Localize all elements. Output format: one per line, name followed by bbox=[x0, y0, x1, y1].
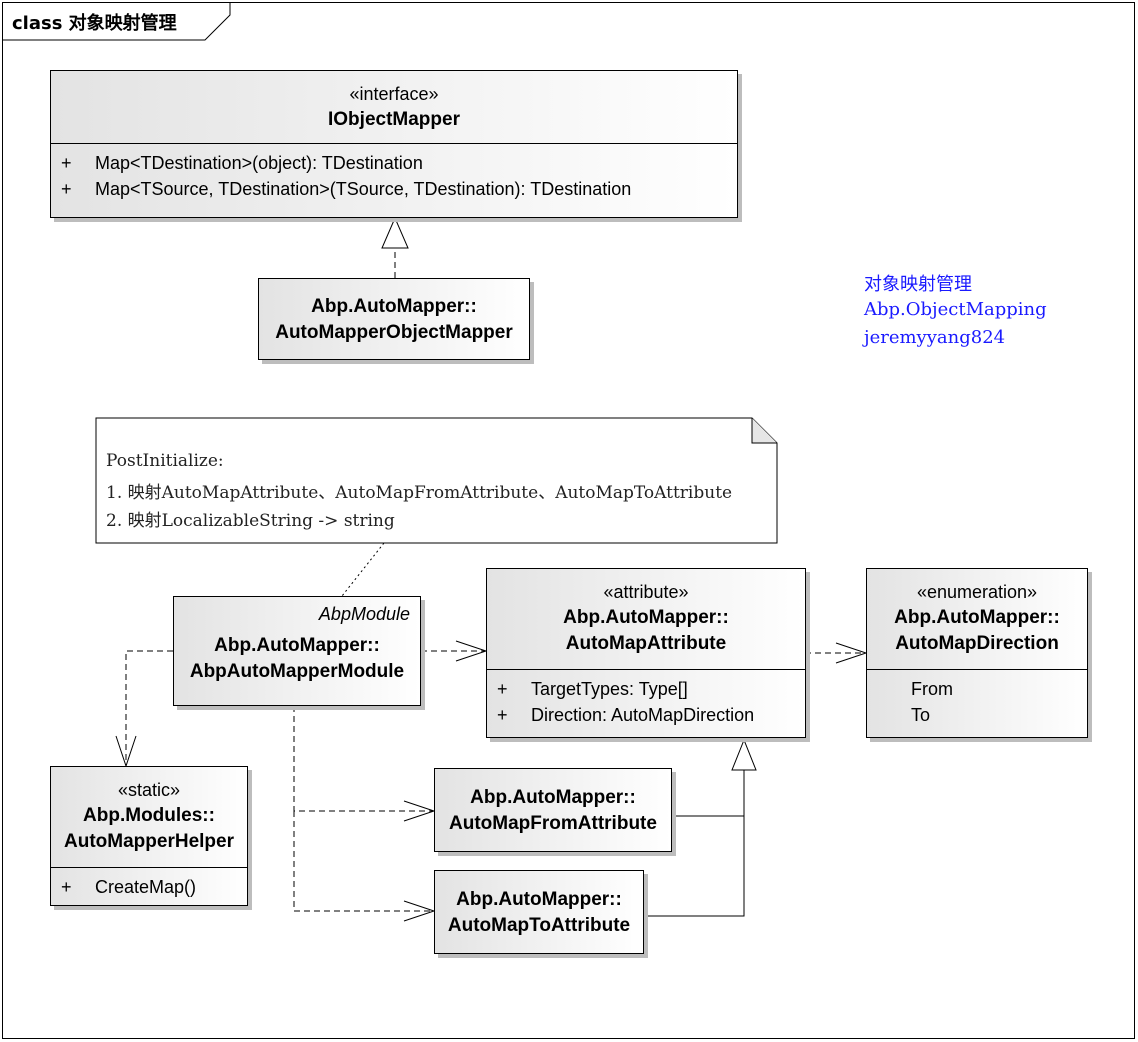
operation-text: Map<TSource, TDestination>(TSource, TDes… bbox=[95, 179, 632, 199]
attribute-box[interactable]: «attribute» Abp.AutoMapper:: AutoMapAttr… bbox=[486, 568, 806, 738]
visibility-marker: + bbox=[497, 705, 508, 725]
operation-row: + Map<TSource, TDestination>(TSource, TD… bbox=[51, 176, 737, 202]
visibility-marker: + bbox=[61, 877, 72, 897]
module-name-line2: AbpAutoMapperModule bbox=[189, 661, 405, 682]
module-name-line1: Abp.AutoMapper:: bbox=[214, 635, 380, 656]
attribute-stereotype: «attribute» bbox=[603, 582, 689, 602]
enum-literal: To bbox=[867, 702, 1087, 728]
attribute-text: TargetTypes: Type[] bbox=[531, 679, 688, 699]
literal-text: From bbox=[911, 679, 953, 699]
interface-box[interactable]: «interface» IObjectMapper + Map<TDestina… bbox=[50, 70, 738, 218]
to-name-line2: AutoMapToAttribute bbox=[447, 915, 631, 936]
visibility-marker: + bbox=[497, 679, 508, 699]
note-line-3: 2. 映射LocalizableString -> string bbox=[106, 511, 395, 531]
helper-name-line1: Abp.Modules:: bbox=[83, 805, 215, 826]
from-attribute-box[interactable]: Abp.AutoMapper:: AutoMapFromAttribute bbox=[434, 768, 672, 852]
visibility-marker: + bbox=[61, 153, 72, 173]
operation-row: + Map<TDestination>(object): TDestinatio… bbox=[51, 150, 737, 176]
note-line-2: 1. 映射AutoMapAttribute、AutoMapFromAttribu… bbox=[106, 483, 733, 503]
attribute-name-line2: AutoMapAttribute bbox=[565, 633, 727, 654]
attribute-row: + TargetTypes: Type[] bbox=[487, 676, 805, 702]
dependency-attribute-to-enum bbox=[805, 642, 868, 664]
dependency-module-to-to bbox=[293, 811, 436, 922]
dependency-module-to-attribute bbox=[421, 640, 488, 662]
enum-literal: From bbox=[867, 676, 1087, 702]
note-shape bbox=[95, 417, 778, 544]
module-stereotype: AbpModule bbox=[318, 604, 410, 624]
operation-text: Map<TDestination>(object): TDestination bbox=[95, 153, 423, 173]
from-name-line1: Abp.AutoMapper:: bbox=[470, 787, 636, 808]
enum-stereotype: «enumeration» bbox=[916, 582, 1038, 602]
info-line-1: 对象映射管理 bbox=[864, 274, 972, 295]
dependency-module-to-helper bbox=[115, 650, 173, 768]
enum-literals: From To bbox=[867, 669, 1087, 732]
literal-text: To bbox=[911, 705, 931, 725]
note-anchor-line bbox=[341, 542, 385, 597]
mapper-box[interactable]: Abp.AutoMapper:: AutoMapperObjectMapper bbox=[258, 278, 530, 360]
operation-text: CreateMap() bbox=[95, 877, 197, 897]
attribute-name-line1: Abp.AutoMapper:: bbox=[563, 607, 729, 628]
info-line-2: Abp.ObjectMapping bbox=[864, 299, 1047, 320]
operation-row: + CreateMap() bbox=[51, 874, 247, 900]
attribute-row: + Direction: AutoMapDirection bbox=[487, 702, 805, 728]
dependency-module-to-from bbox=[293, 706, 436, 822]
info-line-3: jeremyyang824 bbox=[864, 327, 1006, 348]
helper-name-line2: AutoMapperHelper bbox=[64, 831, 234, 852]
interface-operations: + Map<TDestination>(object): TDestinatio… bbox=[51, 143, 737, 217]
to-attribute-box[interactable]: Abp.AutoMapper:: AutoMapToAttribute bbox=[434, 870, 644, 954]
to-name-line1: Abp.AutoMapper:: bbox=[456, 889, 622, 910]
frame-title: class 对象映射管理 bbox=[12, 13, 177, 34]
module-box[interactable]: AbpModule Abp.AutoMapper:: AbpAutoMapper… bbox=[173, 596, 421, 706]
generalization-to-attribute bbox=[644, 738, 757, 917]
mapper-name-line2: AutoMapperObjectMapper bbox=[275, 322, 513, 343]
interface-stereotype: «interface» bbox=[349, 84, 439, 104]
realization-mapper-to-interface bbox=[381, 216, 409, 278]
helper-box[interactable]: «static» Abp.Modules:: AutoMapperHelper … bbox=[50, 766, 248, 906]
helper-stereotype: «static» bbox=[117, 780, 181, 800]
enum-box[interactable]: «enumeration» Abp.AutoMapper:: AutoMapDi… bbox=[866, 568, 1088, 738]
interface-name: IObjectMapper bbox=[328, 109, 460, 130]
note-line-1: PostInitialize: bbox=[106, 451, 224, 471]
enum-name-line2: AutoMapDirection bbox=[895, 633, 1059, 654]
frame-title-tab bbox=[2, 2, 231, 41]
attribute-fields: + TargetTypes: Type[] + Direction: AutoM… bbox=[487, 669, 805, 732]
enum-name-line1: Abp.AutoMapper:: bbox=[894, 607, 1060, 628]
mapper-name-line1: Abp.AutoMapper:: bbox=[311, 296, 477, 317]
visibility-marker: + bbox=[61, 179, 72, 199]
from-name-line2: AutoMapFromAttribute bbox=[449, 813, 657, 834]
helper-operations: + CreateMap() bbox=[51, 867, 247, 904]
attribute-text: Direction: AutoMapDirection bbox=[531, 705, 755, 725]
